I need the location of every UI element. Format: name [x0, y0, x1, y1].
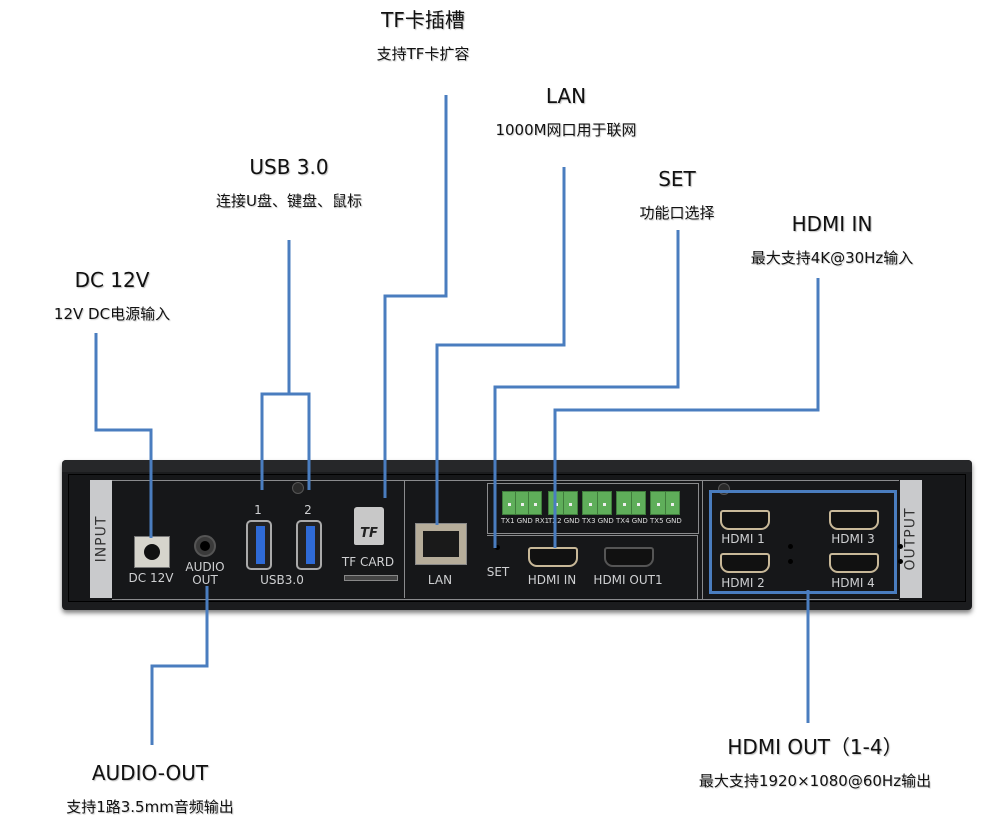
hdmi-out1-label: HDMI OUT1 [593, 573, 663, 587]
tf-card-slot [344, 575, 398, 581]
terminal-block-1 [502, 491, 542, 515]
dc-jack [134, 536, 170, 568]
usb-port-number-1: 1 [254, 503, 262, 517]
terminal-block-2 [548, 491, 578, 515]
leader-line-hdmi-in [553, 278, 820, 548]
leader-line-usb [260, 240, 291, 490]
hdmi-out-highlight-box [709, 490, 897, 594]
hdmi-out-label-1: HDMI 1 [721, 532, 765, 546]
callout-subtitle: 支持TF卡扩容 [376, 45, 470, 63]
terminal-label-2: TX2 GND [548, 517, 580, 525]
hdmi-out-label-2: HDMI 2 [721, 576, 765, 590]
audio-label-2: OUT [192, 573, 218, 587]
callout-subtitle: 功能口选择 [639, 204, 715, 222]
tf-card-icon-text: TF [360, 526, 378, 541]
hdmi-out1-port [604, 547, 654, 567]
output-frame [702, 480, 899, 600]
callout-set: SET 功能口选择 [639, 167, 714, 223]
hdmi-out-port-2 [720, 553, 770, 573]
terminal-frame [487, 483, 699, 534]
output-strip: OUTPUT [900, 480, 922, 598]
terminal-label-5: TX5 GND [650, 517, 682, 525]
usb-label: USB3.0 [260, 573, 304, 587]
indicator-dot [788, 544, 793, 549]
usb-port-1 [246, 520, 272, 570]
terminal-label-3: TX3 GND [582, 517, 614, 525]
device-rear-panel: INPUT DC 12V AUDIO OUT 1 2 USB3.0 TF TF … [62, 460, 972, 610]
callout-title: USB 3.0 [249, 155, 329, 179]
callout-title: TF卡插槽 [381, 8, 465, 32]
screw-icon [292, 482, 304, 494]
callout-dc-12v: DC 12V 12V DC电源输入 [54, 268, 170, 324]
chassis-lip [62, 460, 972, 472]
dc-label: DC 12V [128, 571, 174, 585]
callout-title: DC 12V [74, 268, 150, 292]
hdmi-in-label: HDMI IN [527, 573, 577, 587]
callout-audio-out: AUDIO-OUT 支持1路3.5mm音频输出 [66, 761, 234, 817]
terminal-label-1: TX1 GND RX1 [501, 517, 550, 525]
callout-subtitle: 最大支持1920×1080@60Hz输出 [698, 772, 932, 790]
callout-title: AUDIO-OUT [91, 761, 209, 785]
leader-line-audio [150, 586, 209, 745]
callout-subtitle: 支持1路3.5mm音频输出 [66, 798, 234, 816]
tf-card-icon: TF [354, 507, 384, 545]
hdmi-out-port-3 [829, 510, 879, 530]
hdmi-out-label-4: HDMI 4 [831, 576, 875, 590]
set-button [495, 545, 500, 550]
callout-lan: LAN 1000M网口用于联网 [495, 84, 636, 140]
callout-subtitle: 1000M网口用于联网 [495, 121, 637, 139]
terminal-block-5 [650, 491, 680, 515]
lan-divider [404, 480, 485, 598]
callout-subtitle: 最大支持4K@30Hz输入 [750, 249, 914, 267]
hdmi-out-label-3: HDMI 3 [831, 532, 875, 546]
tf-card-label: TF CARD [341, 555, 395, 569]
callout-subtitle: 连接U盘、键盘、鼠标 [216, 192, 362, 210]
leader-line-tf [383, 95, 448, 498]
hdmi-frame [487, 535, 698, 599]
callout-subtitle: 12V DC电源输入 [53, 305, 171, 323]
leader-line-usb-2 [289, 392, 311, 490]
callout-tf-slot: TF卡插槽 支持TF卡扩容 [377, 8, 470, 64]
indicator-dot [898, 544, 903, 549]
leader-line-lan [435, 167, 566, 525]
callout-title: HDMI IN [791, 212, 873, 236]
indicator-dot [788, 559, 793, 564]
usb-port-number-2: 2 [304, 503, 312, 517]
input-strip: INPUT [90, 480, 112, 598]
hdmi-out-port-4 [829, 553, 879, 573]
terminal-block-3 [582, 491, 612, 515]
callout-title: LAN [545, 84, 587, 108]
terminal-label-4: TX4 GND [616, 517, 648, 525]
hdmi-in-port [528, 547, 578, 567]
hdmi-out-port-1 [720, 510, 770, 530]
usb-port-2 [296, 520, 322, 570]
callout-title: HDMI OUT（1-4） [727, 735, 903, 759]
audio-label-1: AUDIO [185, 560, 225, 574]
callout-usb: USB 3.0 连接U盘、键盘、鼠标 [216, 155, 362, 211]
lan-port [415, 523, 467, 565]
callout-title: SET [658, 167, 696, 191]
callout-hdmi-in: HDMI IN 最大支持4K@30Hz输入 [751, 212, 914, 268]
indicator-dot [898, 559, 903, 564]
callout-hdmi-out: HDMI OUT（1-4） 最大支持1920×1080@60Hz输出 [699, 735, 931, 791]
terminal-block-4 [616, 491, 646, 515]
leader-line-dc [94, 333, 153, 538]
lan-label: LAN [427, 573, 453, 587]
leader-line-set [493, 230, 680, 548]
set-label: SET [486, 565, 510, 579]
audio-jack [194, 535, 216, 557]
